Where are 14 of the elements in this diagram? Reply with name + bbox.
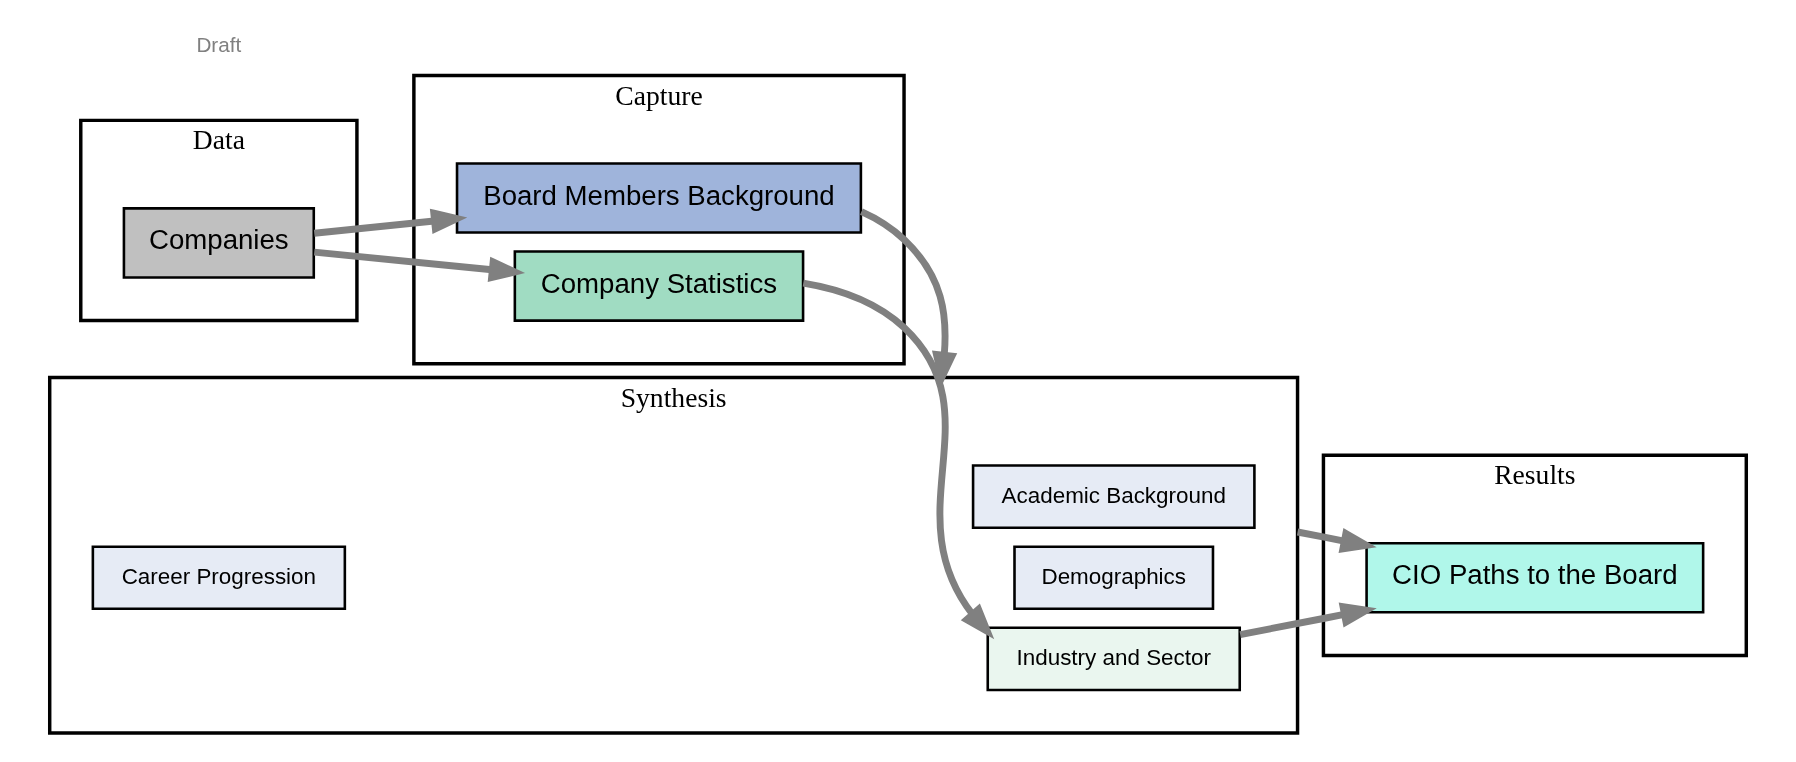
node-box: Industry and Sector: [986, 626, 1242, 692]
arrow: [1239, 602, 1377, 639]
node-box: Academic Background: [971, 464, 1256, 529]
node-box: Career Progression: [91, 545, 347, 611]
arrow: [1296, 527, 1377, 553]
node-box: Company Statistics: [513, 250, 805, 322]
node-box: Companies: [122, 207, 316, 279]
node-box: Demographics: [1013, 545, 1215, 611]
node-box: CIO Paths to the Board: [1365, 541, 1705, 614]
node-box: Board Members Background: [455, 162, 863, 234]
arrow: [313, 248, 526, 283]
arrow: [802, 279, 995, 640]
label: Draft: [196, 32, 242, 56]
arrow: [313, 208, 468, 237]
